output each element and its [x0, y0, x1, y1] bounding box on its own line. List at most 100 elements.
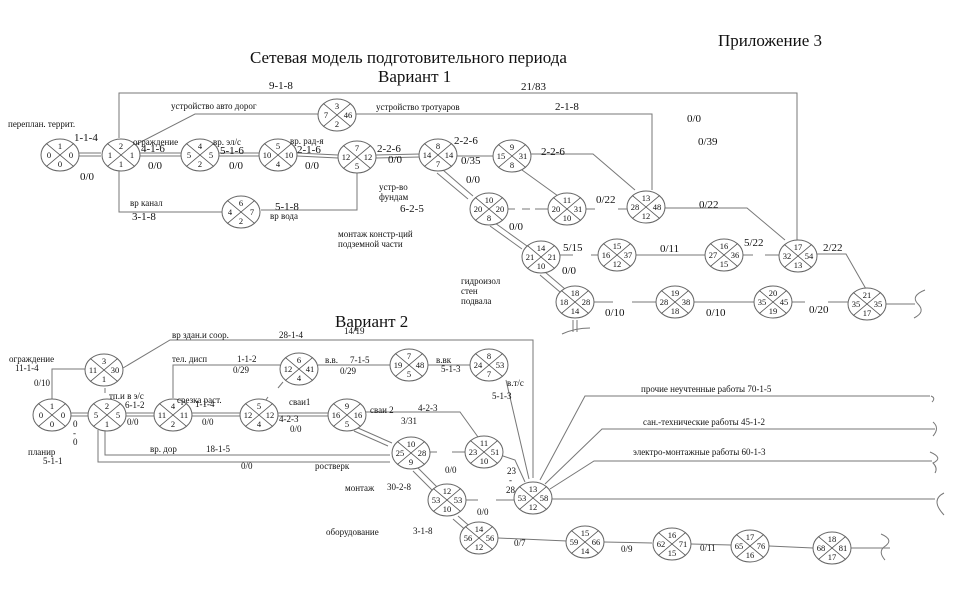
- activity-code: 11-1-4: [15, 363, 39, 373]
- node-number: 4: [198, 141, 203, 151]
- node-divider: [759, 290, 787, 314]
- edge: [489, 225, 523, 250]
- continuation-wave-icon: [929, 451, 939, 474]
- reserve: 5: [407, 369, 411, 379]
- early-time: 7: [324, 110, 328, 120]
- node-divider: [498, 144, 526, 168]
- float-label: 0/22: [596, 194, 616, 206]
- edge: [375, 156, 421, 159]
- node-number: 4: [171, 401, 176, 411]
- continuation-wave-icon: [936, 492, 945, 516]
- activity-code: 3-1-8: [132, 211, 156, 223]
- node-number: 10: [407, 439, 416, 449]
- reserve: 10: [443, 504, 452, 514]
- early-time: 1: [108, 150, 112, 160]
- activity-label: ростверк: [315, 461, 350, 471]
- node-number: 20: [769, 288, 778, 298]
- float-label: 0/0: [229, 160, 244, 172]
- reserve: 17: [863, 308, 872, 318]
- activity-code: 1-1-4: [195, 399, 215, 409]
- edge: [442, 169, 474, 197]
- node-divider: [46, 143, 74, 167]
- activity-code: 2-2-6: [377, 143, 401, 155]
- node-number: 1: [50, 401, 54, 411]
- activity-label: подземной части: [338, 239, 403, 249]
- late-time: 51: [491, 447, 500, 457]
- early-time: 27: [709, 250, 718, 260]
- node-number: 13: [529, 484, 538, 494]
- reserve: 5: [355, 161, 359, 171]
- float-label: 0/10: [706, 307, 726, 319]
- node-number: 19: [671, 288, 680, 298]
- reserve: 14: [571, 306, 580, 316]
- node-number: 5: [257, 401, 261, 411]
- edge: [277, 381, 284, 389]
- early-time: 65: [735, 541, 744, 551]
- node-divider: [343, 145, 371, 169]
- late-time: 58: [540, 493, 549, 503]
- float-label: 0/0: [305, 160, 320, 172]
- activity-label: в.в.: [325, 355, 338, 365]
- float-label: 0/29: [233, 365, 250, 375]
- activity-label: ограждение: [133, 137, 178, 147]
- edge: [118, 92, 798, 240]
- node-number: 18: [571, 288, 580, 298]
- reserve: 0: [50, 419, 54, 429]
- activity-label: вр канал: [130, 198, 163, 208]
- continuation-wave-icon: [561, 327, 591, 335]
- early-time: 28: [660, 297, 669, 307]
- late-time: 53: [454, 495, 463, 505]
- node-divider: [107, 143, 135, 167]
- node-number: 5: [276, 141, 280, 151]
- activity-label: тел. дисп: [172, 354, 207, 364]
- float-label: 2/22: [823, 242, 843, 254]
- edge: [118, 170, 222, 213]
- activity-label: устройство тротуаров: [376, 102, 460, 112]
- activity-label: стен: [461, 286, 478, 296]
- node-divider: [186, 143, 214, 167]
- early-time: 23: [469, 447, 478, 457]
- variant2-labels: ограждение 11-1-4 0/10 планир 5-1-1 0 - …: [9, 326, 772, 554]
- reserve: 4: [276, 159, 281, 169]
- reserve: 17: [828, 552, 837, 562]
- edge: [375, 153, 421, 156]
- activity-label: подвала: [461, 296, 491, 306]
- edge: [357, 427, 393, 444]
- node-number: 16: [668, 530, 677, 540]
- activity-label: оборудование: [326, 527, 379, 537]
- node-number: 2: [105, 401, 109, 411]
- node-number: 14: [537, 243, 546, 253]
- node-divider: [603, 243, 631, 267]
- float-label: 3/31: [401, 416, 417, 426]
- float-label: 0/0: [202, 417, 214, 427]
- reserve: 12: [642, 211, 651, 221]
- late-time: 48: [416, 360, 425, 370]
- late-time: 37: [624, 250, 633, 260]
- late-time: 36: [731, 250, 740, 260]
- continuation-wave-icon: [932, 421, 937, 437]
- late-time: 0: [69, 150, 73, 160]
- float-label: 0/20: [809, 304, 829, 316]
- activity-label: устройство авто дорог: [171, 101, 257, 111]
- float-label: 0/29: [340, 366, 357, 376]
- node-number: 3: [102, 356, 106, 366]
- float-label: 0/0: [148, 160, 163, 172]
- node-divider: [333, 403, 361, 427]
- late-time: 21: [548, 252, 557, 262]
- late-time: 56: [486, 533, 495, 543]
- reserve: 14: [581, 546, 590, 556]
- node-divider: [90, 358, 118, 382]
- activity-label: вр. рад-я: [290, 136, 323, 146]
